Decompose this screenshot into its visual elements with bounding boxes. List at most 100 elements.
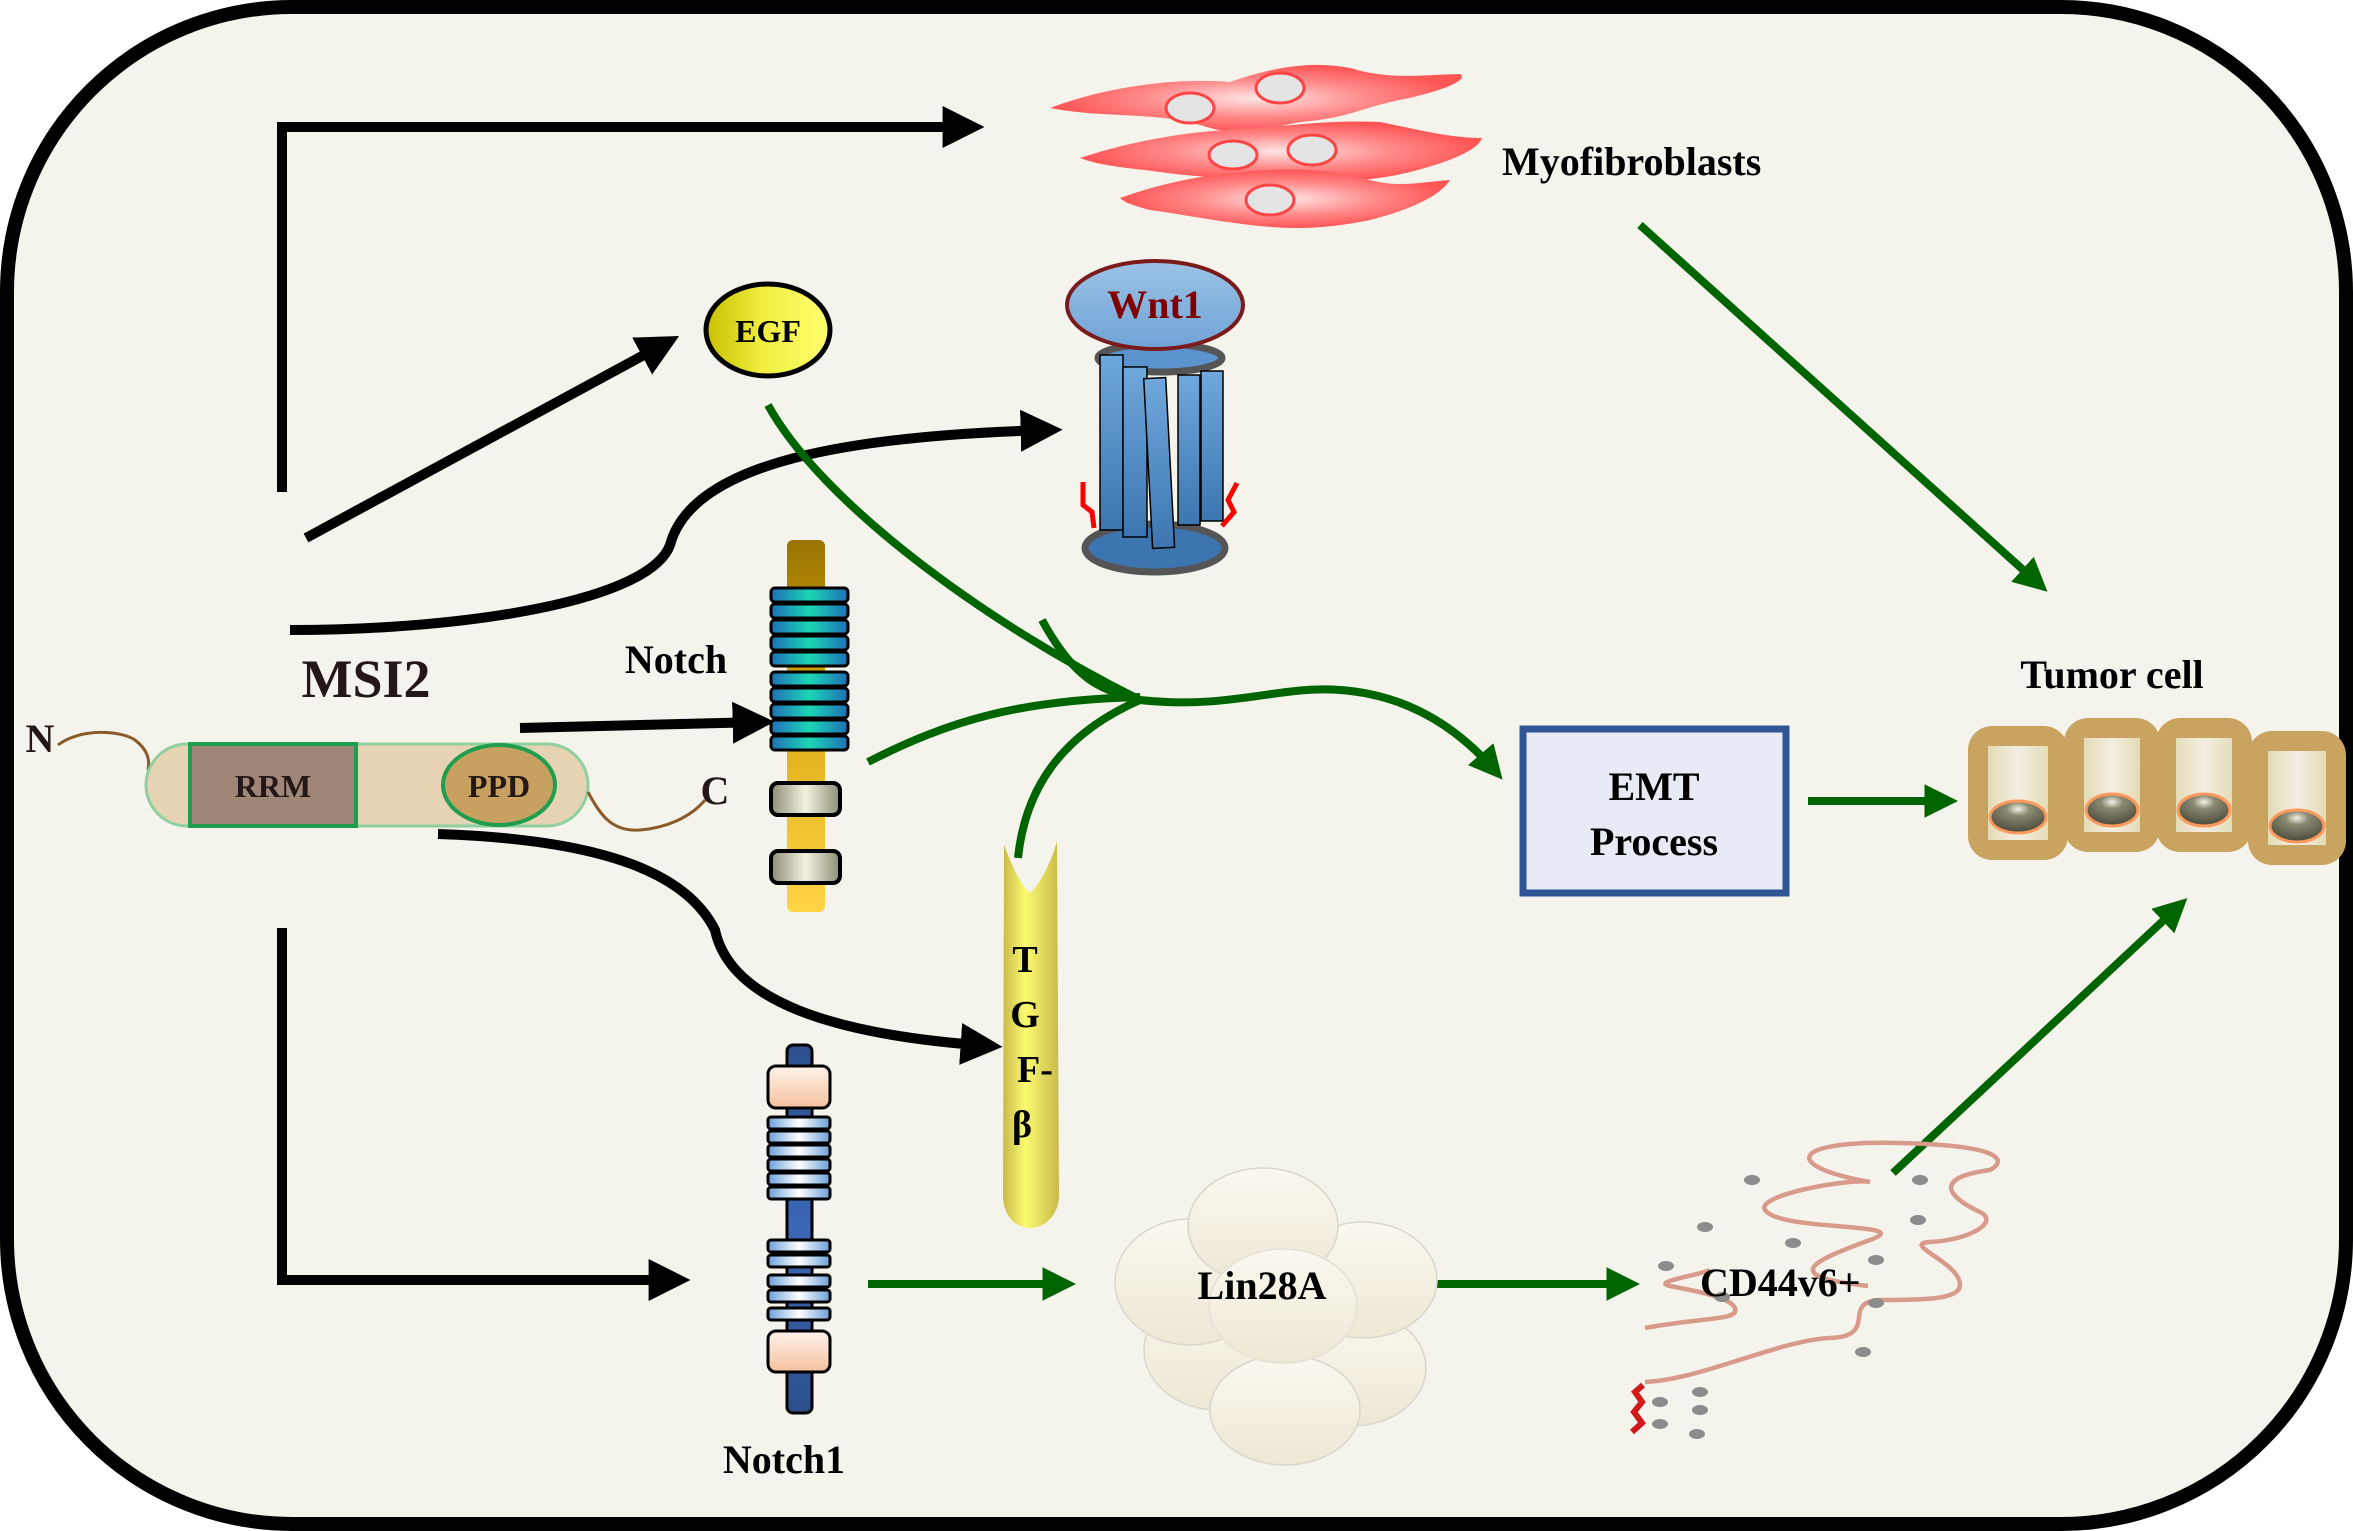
- tumor-cells: [1968, 718, 2346, 865]
- emt-label-line1: EMT: [1608, 764, 1699, 809]
- cd44v6-molecule: CD44v6+: [1629, 1140, 2000, 1439]
- wnt1-ellipse: [1065, 259, 1245, 351]
- myofibroblasts-label: Myofibroblasts: [1502, 139, 1761, 184]
- glycan-dot: [1855, 1347, 1871, 1357]
- notch-band: [769, 618, 850, 636]
- receptor-helix: [1142, 376, 1176, 550]
- notch-band: [769, 670, 850, 688]
- notch-band: [769, 586, 850, 604]
- notch-band: [769, 702, 850, 720]
- cd44-glycans: [1652, 1175, 1928, 1439]
- lin28a-cluster: Lin28A: [1114, 1167, 1438, 1466]
- glycan-dot: [1652, 1397, 1668, 1407]
- ppd-label: PPD: [468, 768, 530, 804]
- receptor-lipid-anchor: [1220, 481, 1240, 528]
- notch1-band: [766, 1171, 832, 1187]
- notch1-band: [766, 1143, 832, 1159]
- glycan-dot: [1868, 1298, 1884, 1308]
- glycan-dot: [1714, 1292, 1730, 1302]
- notch-lnr-block: [769, 781, 842, 817]
- emt-process-box: EMT Process: [1519, 725, 1790, 897]
- tumor-cell-label: Tumor cell: [2020, 652, 2203, 697]
- c-terminal-tail: [586, 791, 707, 832]
- cd44-chain: [1644, 1140, 2000, 1385]
- egf-node: EGF: [703, 281, 833, 379]
- egf-circle: [703, 281, 833, 379]
- cd44v6-label: CD44v6+: [1700, 1260, 1861, 1305]
- glycan-dot: [1910, 1215, 1926, 1225]
- arrow-msi2-to-egf: [303, 336, 680, 543]
- rrm-domain: [188, 742, 358, 828]
- arrow-msi2-to-tgf-beta: [437, 829, 1003, 1065]
- wnt1-label: Wnt1: [1107, 282, 1203, 327]
- cd44-transmembrane: [1629, 1382, 1647, 1435]
- glycan-dot: [1744, 1175, 1760, 1185]
- receptor-helix: [1177, 374, 1201, 526]
- glycan-dot: [1692, 1405, 1708, 1415]
- arrow-msi2-to-wnt1: [289, 409, 1063, 635]
- notch1-band: [766, 1115, 832, 1131]
- receptor-helix: [1200, 370, 1224, 522]
- arrow-cd44-to-tumor: [1890, 898, 2188, 1176]
- cd44-chain: [1644, 1267, 1738, 1331]
- notch-band: [769, 634, 850, 652]
- n-terminus-label: N: [26, 716, 55, 761]
- tumor-cell-nucleus: [1988, 799, 2048, 835]
- notch1-band: [766, 1185, 832, 1201]
- myofibroblasts-illustration: [1050, 64, 1482, 228]
- myofibroblast-nucleus: [1244, 183, 1296, 217]
- tgf-letter: T: [1012, 939, 1037, 981]
- notch-label: Notch: [625, 637, 727, 682]
- receptor-helix: [1122, 366, 1148, 538]
- notch-band: [769, 734, 850, 752]
- myofibroblast-nucleus: [1164, 91, 1216, 125]
- notch-band: [769, 650, 850, 668]
- emt-label-line2: Process: [1590, 819, 1718, 864]
- notch1-band: [766, 1238, 832, 1254]
- arrow-msi2-to-notch: [519, 701, 775, 744]
- lin28a-label: Lin28A: [1198, 1263, 1327, 1308]
- emt-box: [1519, 725, 1790, 897]
- glycan-dot: [1697, 1222, 1713, 1232]
- ppd-domain: [441, 743, 557, 827]
- tgf-letter: F-: [1017, 1049, 1053, 1091]
- wnt1-receptor: Wnt1: [1065, 259, 1245, 576]
- arrow-notch-to-junction: [866, 693, 1141, 766]
- myofibroblast-cell: [1080, 121, 1482, 182]
- msi2-label: MSI2: [301, 649, 430, 709]
- notch1-label: Notch1: [723, 1437, 845, 1482]
- glycan-dot: [1912, 1175, 1928, 1185]
- notch1-peach-block: [766, 1064, 832, 1110]
- notch1-band: [766, 1129, 832, 1145]
- notch1-receptor: Notch1: [723, 1043, 845, 1482]
- c-terminus-label: C: [701, 768, 730, 813]
- notch-band: [769, 686, 850, 704]
- glycan-dot: [1652, 1419, 1668, 1429]
- notch1-band: [766, 1157, 832, 1173]
- notch1-band: [766, 1273, 832, 1289]
- egf-label: EGF: [735, 313, 801, 349]
- lin28a-blob: [1209, 1354, 1361, 1466]
- tgf-letter: β: [1012, 1104, 1032, 1146]
- arrow-tgf-to-junction: [1014, 696, 1142, 859]
- notch1-band: [766, 1288, 832, 1304]
- glycan-dot: [1868, 1255, 1884, 1265]
- tumor-cell-nucleus: [2268, 808, 2326, 844]
- notch1-repeats: [766, 1115, 832, 1322]
- rrm-label: RRM: [235, 768, 311, 804]
- n-terminal-tail: [57, 730, 151, 771]
- notch1-band: [766, 1253, 832, 1269]
- tumor-cell-nucleus: [2176, 792, 2232, 828]
- myofibroblast-cell: [1050, 64, 1462, 132]
- glycan-dot: [1785, 1238, 1801, 1248]
- msi2-protein: MSI2 N RRM PPD C: [26, 649, 730, 832]
- myofibroblast-nucleus: [1207, 139, 1259, 171]
- arrow-msi2-to-notch1: [277, 928, 691, 1301]
- notch-egf-repeats: [769, 586, 850, 752]
- notch1-band: [766, 1306, 832, 1322]
- tumor-cell-nucleus: [2084, 792, 2140, 828]
- tgf-beta-body: [1003, 841, 1059, 1228]
- myofibroblast-nucleus: [1286, 133, 1338, 167]
